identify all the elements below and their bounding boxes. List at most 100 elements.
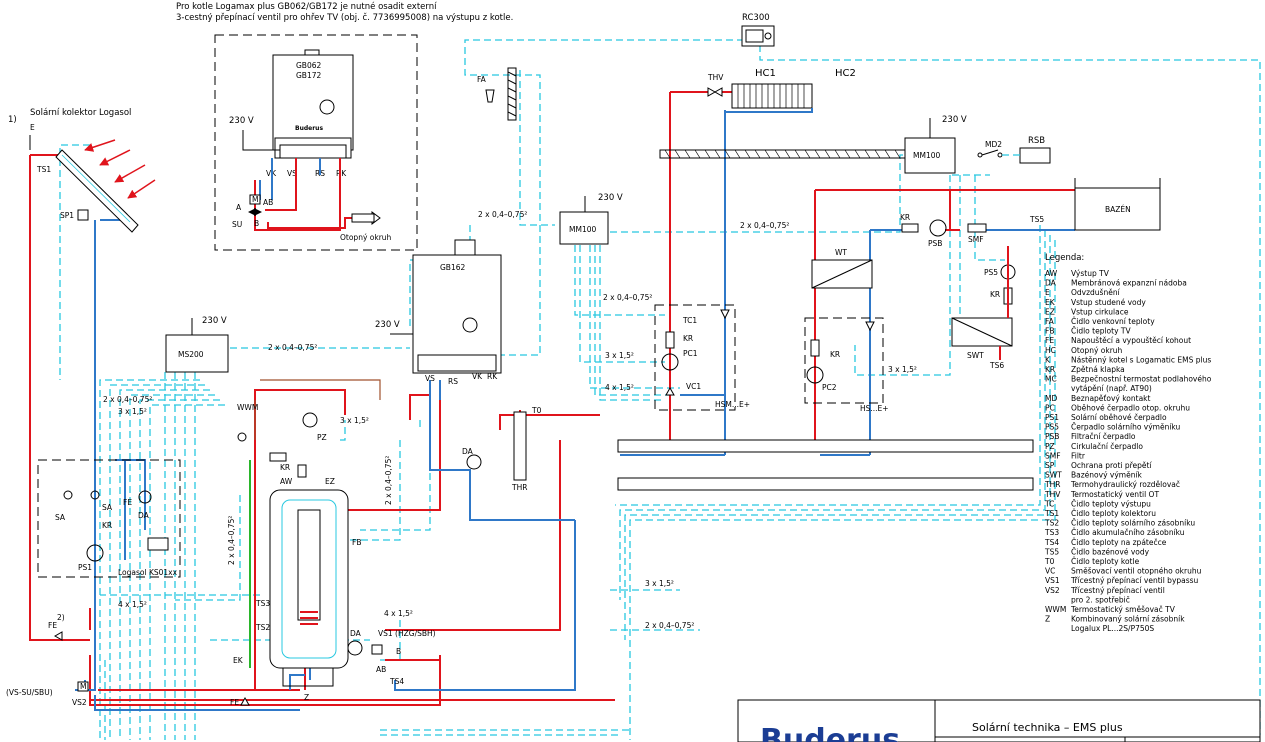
legend-description: Beznapěťový kontakt [1071, 394, 1151, 403]
svg-text:SWT: SWT [967, 351, 984, 360]
svg-text:KR: KR [990, 290, 1000, 299]
svg-text:3 x 1,5²: 3 x 1,5² [888, 365, 917, 374]
svg-text:VS1 (HZG/SBH): VS1 (HZG/SBH) [378, 629, 436, 638]
legend-code: KR [1045, 365, 1055, 374]
svg-text:TC1: TC1 [682, 316, 697, 325]
flow-header [617, 439, 1034, 453]
legend-code: VS2 [1045, 586, 1060, 595]
legend-code: EK [1045, 298, 1056, 307]
svg-text:VK: VK [472, 372, 483, 381]
svg-text:FA: FA [477, 75, 487, 84]
svg-text:M: M [80, 682, 86, 691]
hsm-circuit: TC1 KR PC1 VC1 HSM...E+ [654, 304, 750, 411]
svg-text:RS: RS [448, 377, 458, 386]
hc2-label: HC2 [835, 68, 856, 79]
svg-text:T0: T0 [531, 406, 542, 415]
svg-text:DA: DA [138, 511, 150, 520]
legend-description: Čerpadlo solárního výměníku [1071, 423, 1181, 432]
legend-description: Napouštěcí a vypouštěcí kohout [1071, 336, 1191, 345]
svg-text:SA: SA [102, 503, 113, 512]
legend-code: SP [1045, 461, 1055, 470]
brand-logo: Buderus [760, 723, 900, 742]
svg-text:TS4: TS4 [389, 677, 404, 686]
svg-text:2 x 0,4–0,75²: 2 x 0,4–0,75² [603, 293, 652, 302]
legend-code: PSB [1045, 432, 1059, 441]
supply-pipes [29, 91, 1075, 706]
svg-text:RK: RK [487, 372, 498, 381]
svg-text:Otopný okruh: Otopný okruh [340, 233, 392, 242]
svg-text:2 x 0,4–0,75²: 2 x 0,4–0,75² [227, 516, 236, 565]
legend-code: AW [1045, 269, 1058, 278]
legend-description: Třícestný přepínací ventil [1070, 586, 1165, 595]
legend-description: Oběhové čerpadlo otop. okruhu [1071, 403, 1190, 412]
svg-text:DA: DA [462, 447, 474, 456]
legend-code: MC [1045, 375, 1057, 384]
svg-text:RSB: RSB [1028, 136, 1045, 146]
legend-description: Nástěnný kotel s Logamatic EMS plus [1071, 355, 1211, 364]
svg-text:(VS-SU/SBU): (VS-SU/SBU) [6, 688, 53, 697]
svg-text:WT: WT [835, 248, 847, 257]
vs1-valve-area: DA VS1 (HZG/SBH) B AB TS4 [347, 629, 436, 686]
legend-description: pro 2. spotřebič [1071, 595, 1130, 604]
legend-title: Legenda: [1045, 253, 1084, 263]
legend-description: Odvzdušnění [1071, 288, 1121, 297]
legend-description: Čidlo teploty TV [1071, 327, 1131, 336]
svg-text:PS5: PS5 [984, 268, 998, 277]
svg-text:EK: EK [233, 656, 244, 665]
svg-text:TS6: TS6 [989, 361, 1004, 370]
legend-code: HC [1045, 346, 1056, 355]
svg-text:PC2: PC2 [822, 383, 837, 392]
svg-text:Z: Z [304, 693, 309, 702]
svg-text:EZ: EZ [325, 477, 335, 486]
svg-text:FB: FB [352, 538, 361, 547]
legend-code: TS5 [1044, 547, 1059, 556]
svg-text:TS3: TS3 [255, 599, 270, 608]
return-pipes [75, 110, 1075, 711]
svg-text:4 x 1,5²: 4 x 1,5² [605, 383, 634, 392]
svg-text:3 x 1,5²: 3 x 1,5² [645, 579, 674, 588]
svg-text:2 x 0,4–0,75²: 2 x 0,4–0,75² [478, 210, 527, 219]
legend-description: Kombinovaný solární zásobník [1071, 615, 1185, 624]
ks01-station: SA SA KR PS1 Logasol KS01xx FE DA [37, 459, 181, 578]
legend-description: Vstup studené vody [1071, 298, 1146, 307]
storage-tank: AW EZ FB TS3 TS2 EK Z WWM PZ KR [233, 403, 361, 702]
svg-text:1): 1) [8, 115, 17, 125]
legend-description: Termostatický ventil OT [1070, 490, 1159, 499]
thr-separator: T0 THR DA [462, 406, 542, 492]
svg-text:3 x 1,5²: 3 x 1,5² [340, 416, 369, 425]
svg-text:VS2: VS2 [72, 698, 87, 707]
legend-code: TS4 [1044, 538, 1059, 547]
svg-text:THV: THV [707, 73, 724, 82]
svg-text:HS...E+: HS...E+ [860, 404, 889, 413]
svg-text:HSM...E+: HSM...E+ [715, 400, 750, 409]
wt-exchanger: WT [811, 248, 873, 289]
svg-text:Buderus: Buderus [295, 125, 323, 132]
legend-description: Třícestný přepínací ventil bypassu [1070, 576, 1199, 585]
svg-text:230 V: 230 V [942, 115, 967, 125]
svg-text:MD2: MD2 [985, 140, 1002, 149]
legend-code: T0 [1044, 557, 1055, 566]
solar-collector: 1) Solární kolektor Logasol E TS1 SP1 [8, 108, 156, 233]
legend-code: VS1 [1045, 576, 1060, 585]
legend-code: THV [1044, 490, 1061, 499]
svg-text:FE: FE [123, 498, 132, 507]
svg-text:M: M [252, 195, 258, 204]
svg-text:E: E [30, 123, 35, 132]
svg-text:KR: KR [280, 463, 290, 472]
svg-text:2): 2) [57, 613, 65, 622]
mm100-pool-module: 230 V MM100 MD2 RSB [904, 115, 1051, 174]
legend-code: PS5 [1045, 423, 1059, 432]
hs-circuit: KR PC2 HS...E+ [804, 317, 889, 413]
legend-description: Otopný okruh [1071, 346, 1123, 355]
legend-code: DA [1045, 279, 1057, 288]
svg-text:SU: SU [232, 220, 242, 229]
ms200-module: 230 V MS200 [165, 316, 229, 373]
legend-code: K [1045, 355, 1051, 364]
svg-text:4 x 1,5²: 4 x 1,5² [118, 600, 147, 609]
svg-text:AW: AW [280, 477, 293, 486]
svg-text:MM100: MM100 [913, 151, 940, 160]
gb162-boiler: GB162 230 V VS RS VK RK [375, 239, 502, 386]
swt-exchanger: SWT TS6 PS5 KR [951, 246, 1016, 370]
